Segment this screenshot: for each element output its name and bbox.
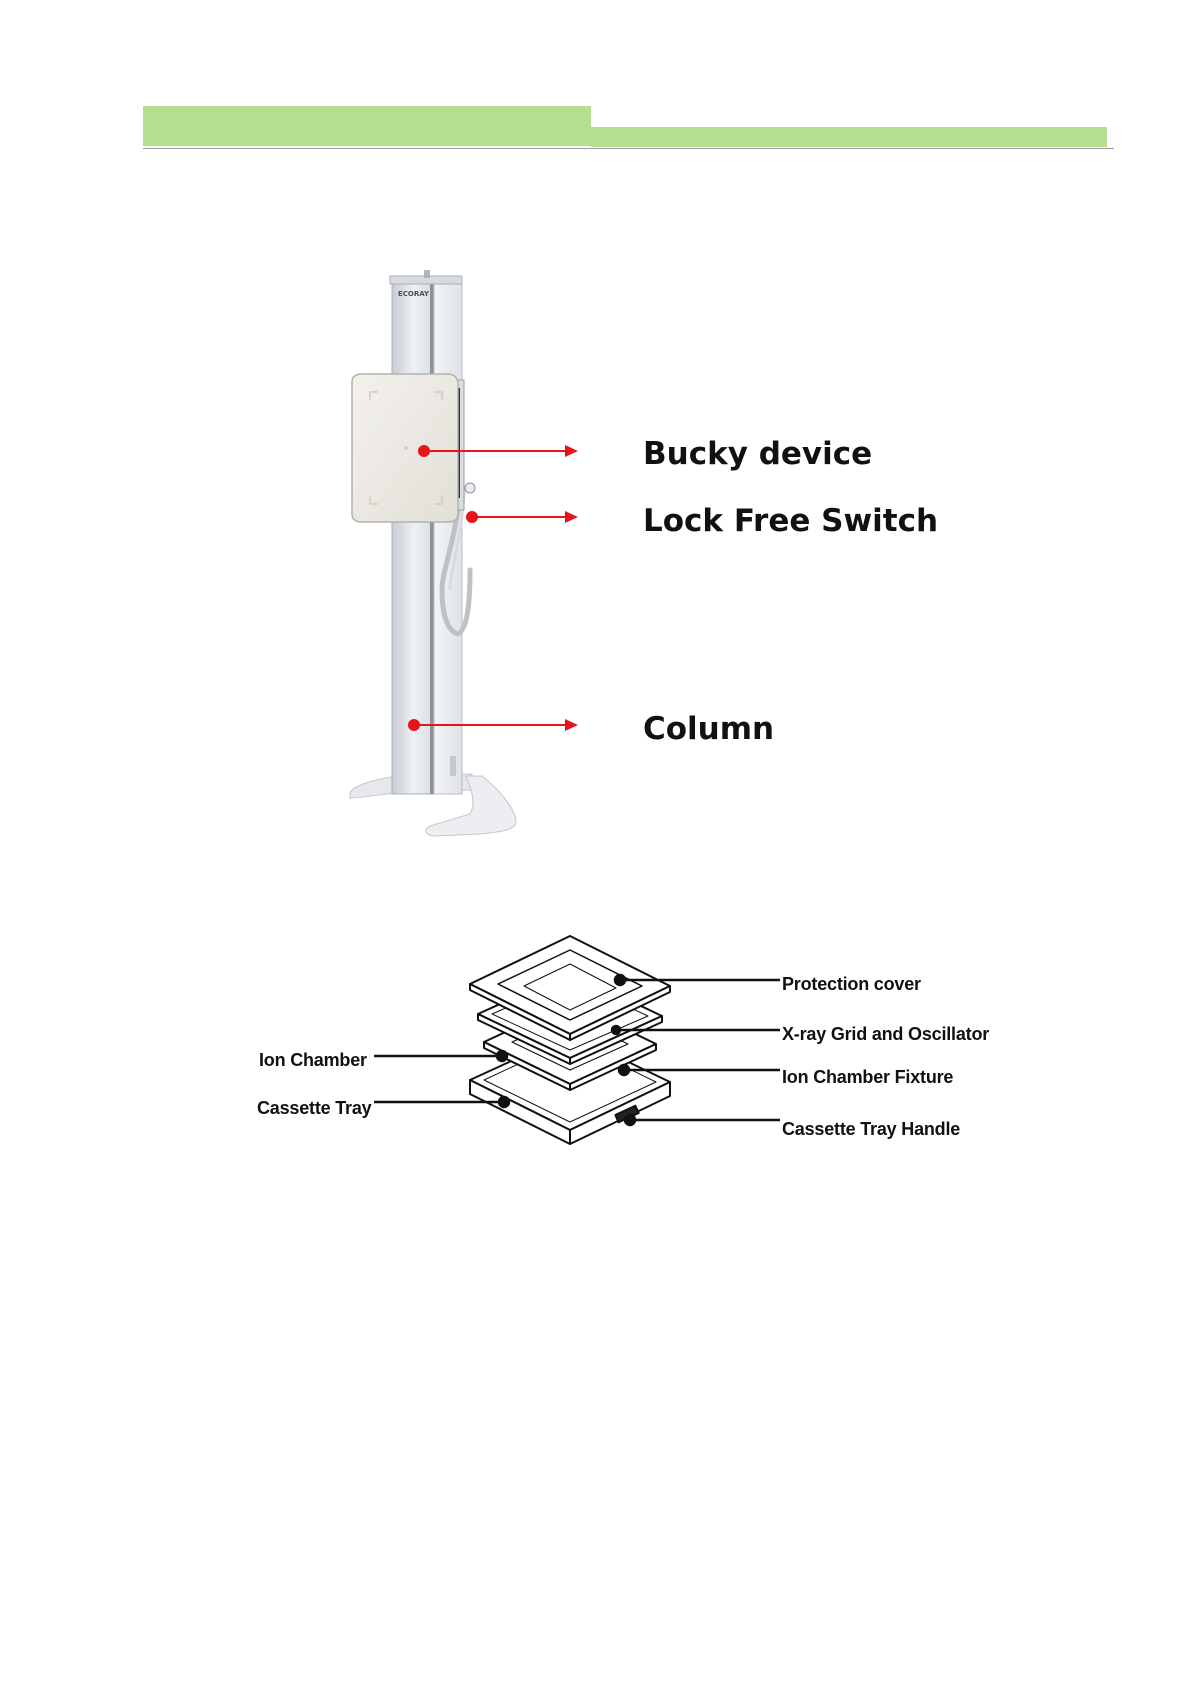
bucky-marker <box>418 445 430 457</box>
brand-label: ECORAY <box>398 290 430 298</box>
label-ion-chamber: Ion Chamber <box>259 1050 367 1071</box>
label-xray-grid: X-ray Grid and Oscillator <box>782 1024 989 1045</box>
callout-lock-free-switch: Lock Free Switch <box>643 503 938 539</box>
label-ion-chamber-fixture: Ion Chamber Fixture <box>782 1067 953 1088</box>
section-header-bar-right <box>591 127 1107 147</box>
label-cassette-tray-handle: Cassette Tray Handle <box>782 1119 960 1140</box>
section-header-rule <box>143 148 1114 149</box>
column-body: ECORAY <box>390 270 462 794</box>
lock-marker <box>466 511 478 523</box>
label-protection-cover: Protection cover <box>782 974 921 995</box>
callout-bucky-device: Bucky device <box>643 436 872 472</box>
section-header-bar-left <box>143 106 591 146</box>
bucky-panel <box>352 374 458 522</box>
column-marker <box>408 719 420 731</box>
bucky-stand-illustration: ECORAY <box>330 270 660 850</box>
callout-column: Column <box>643 711 774 747</box>
bucky-exploded-view <box>380 930 780 1160</box>
leader-lines-left <box>380 930 390 940</box>
label-cassette-tray: Cassette Tray <box>257 1098 371 1119</box>
